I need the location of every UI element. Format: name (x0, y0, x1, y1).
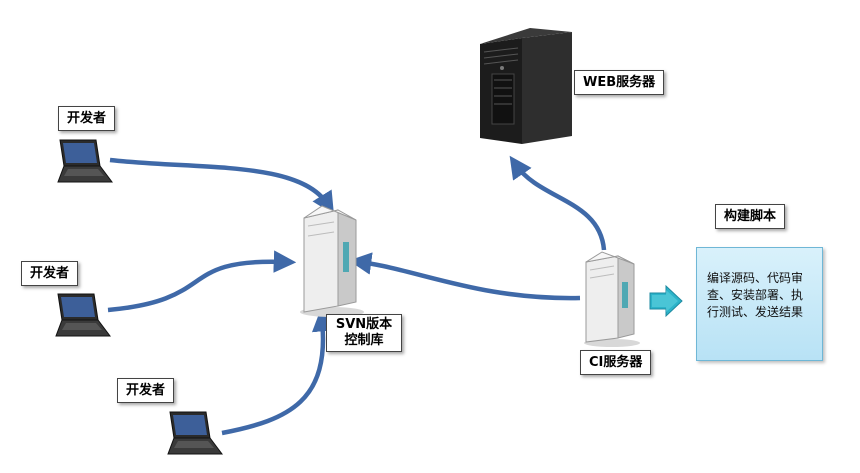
developer-label: 开发者 (58, 106, 116, 131)
laptop-icon (167, 411, 223, 455)
developer-label: 开发者 (21, 261, 79, 286)
laptop-icon (55, 293, 111, 337)
web-server-label: WEB服务器 (574, 70, 665, 95)
ci-server-label: CI服务器 (580, 350, 652, 375)
arrow-ci-to-svn (348, 252, 581, 301)
laptop-icon (57, 139, 113, 183)
build-script-panel: 编译源码、代码审查、安装部署、执行测试、发送结果 (696, 247, 823, 361)
developer-label: 开发者 (117, 378, 175, 403)
arrow-dev1-to-svn (109, 157, 334, 215)
right-arrow-icon (649, 284, 683, 318)
build-script-label: 构建脚本 (715, 204, 786, 229)
server-icon (584, 251, 640, 347)
server-icon (300, 205, 364, 317)
arrow-dev3-to-svn (221, 308, 335, 436)
arrow-dev2-to-svn (107, 250, 297, 313)
arrow-ci-to-web (509, 155, 607, 251)
svn-repository-label: SVN版本控制库 (326, 314, 402, 352)
tower-server-icon (480, 28, 572, 144)
